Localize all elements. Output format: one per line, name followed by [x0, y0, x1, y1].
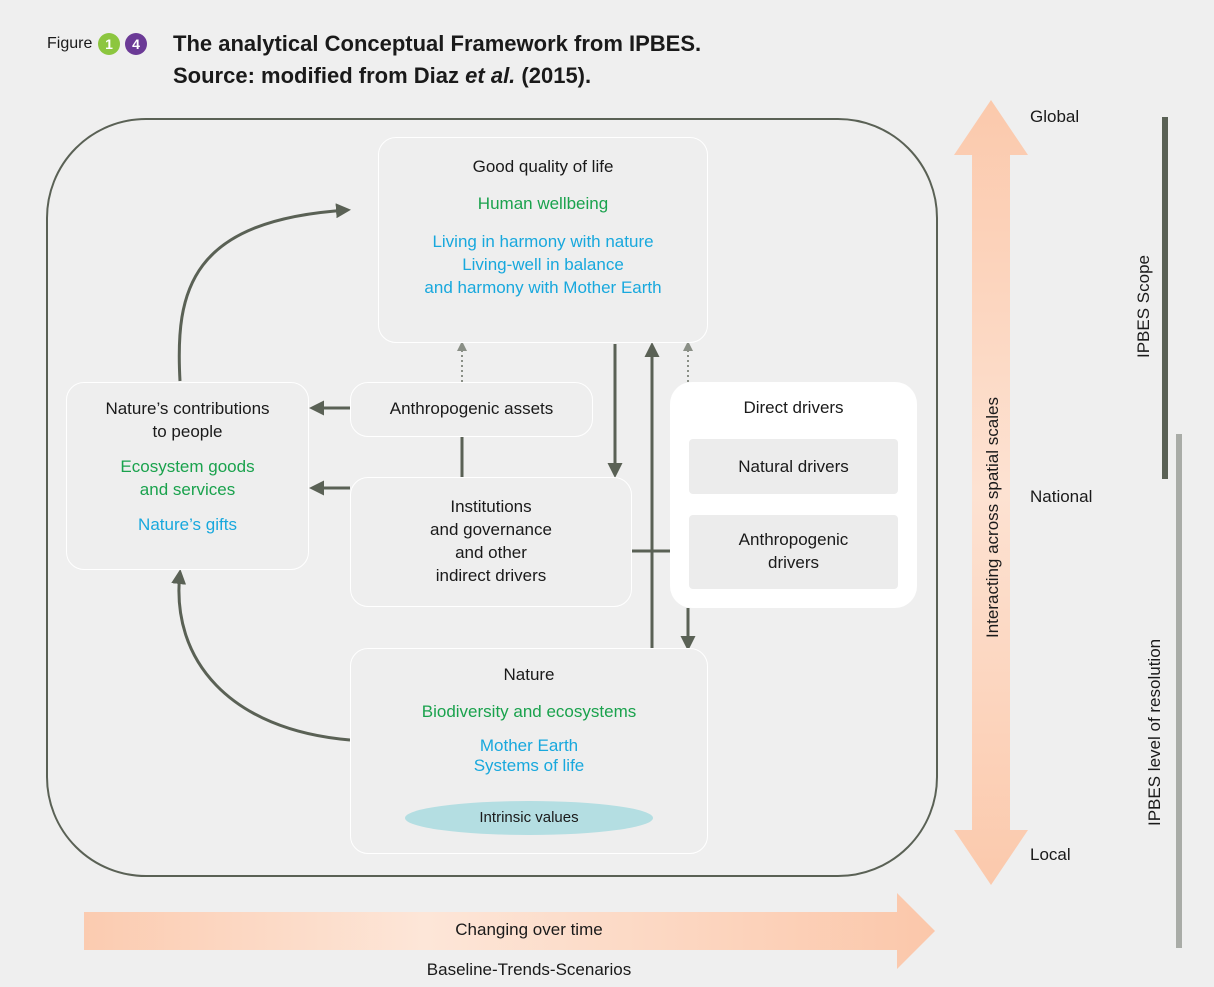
- ncp-natures-gifts: Nature’s gifts: [138, 515, 237, 534]
- ipbes-scope-label: IPBES Scope: [1134, 254, 1153, 358]
- spatial-scales-arrow: [954, 100, 1028, 885]
- anthropogenic-drivers-line-2: drivers: [767, 553, 819, 572]
- ncp-line-1: Nature’s contributions: [105, 399, 270, 418]
- quality-blue-line-1: Living in harmony with nature: [432, 232, 654, 251]
- title-line-1: The analytical Conceptual Framework from…: [173, 31, 702, 56]
- intrinsic-values-ellipse: Intrinsic values: [405, 801, 653, 835]
- nature-mother-earth: Mother Earth: [479, 736, 579, 755]
- panel-direct-drivers: Direct drivers Natural drivers Anthropog…: [670, 382, 917, 608]
- box-anthropogenic-assets: Anthropogenic assets: [350, 382, 593, 437]
- nature-systems-of-life: Systems of life: [473, 756, 585, 775]
- scale-local: Local: [1030, 845, 1071, 864]
- box-nature: Nature Biodiversity and ecosystems Mothe…: [350, 648, 708, 854]
- box-institutions: Institutions and governance and other in…: [350, 477, 632, 607]
- ipbes-resolution-label: IPBES level of resolution: [1145, 638, 1164, 826]
- time-arrow-label: Changing over time: [455, 920, 603, 939]
- ncp-green-line-1: Ecosystem goods: [120, 457, 255, 476]
- arrow-nature-to-ncp: [171, 569, 351, 742]
- ncp-line-2: to people: [152, 422, 223, 441]
- institutions-line-4: indirect drivers: [435, 566, 547, 585]
- time-arrow: [84, 893, 935, 969]
- framework-frame: [46, 118, 938, 877]
- title-line-2: Source: modified from Diaz et al. (2015)…: [173, 63, 592, 88]
- figure-badge-2: 4: [125, 33, 147, 55]
- figure-badge-1: 1: [98, 33, 120, 55]
- institutions-line-2: and governance: [430, 520, 552, 539]
- resolution-bar: [1176, 434, 1182, 948]
- scope-bar: [1162, 117, 1168, 479]
- anthropogenic-drivers-line-1: Anthropogenic: [738, 530, 849, 549]
- institutions-line-1: Institutions: [450, 497, 532, 516]
- arrow-ncp-to-quality: [177, 203, 351, 382]
- quality-title: Good quality of life: [472, 157, 614, 176]
- spatial-scales-label: Interacting across spatial scales: [983, 397, 1002, 638]
- box-natural-drivers: Natural drivers: [689, 439, 898, 494]
- institutions-line-3: and other: [455, 543, 527, 562]
- ncp-green-line-2: and services: [139, 480, 236, 499]
- quality-blue-line-3: and harmony with Mother Earth: [424, 278, 662, 297]
- figure-label: Figure: [47, 35, 93, 52]
- scale-national: National: [1030, 487, 1093, 506]
- nature-title: Nature: [503, 665, 555, 684]
- quality-human-wellbeing: Human wellbeing: [477, 194, 609, 213]
- figure-title: The analytical Conceptual Framework from…: [173, 28, 701, 92]
- time-caption: Baseline-Trends-Scenarios: [426, 960, 632, 979]
- box-good-quality-of-life: Good quality of life Human wellbeing Liv…: [378, 137, 708, 343]
- quality-blue-line-2: Living-well in balance: [462, 255, 624, 274]
- box-natures-contributions: Nature’s contributions to people Ecosyst…: [66, 382, 309, 570]
- nature-biodiversity: Biodiversity and ecosystems: [421, 702, 637, 721]
- direct-drivers-title: Direct drivers: [743, 398, 844, 417]
- scale-global: Global: [1030, 107, 1080, 126]
- box-anthropogenic-drivers: Anthropogenic drivers: [689, 515, 898, 589]
